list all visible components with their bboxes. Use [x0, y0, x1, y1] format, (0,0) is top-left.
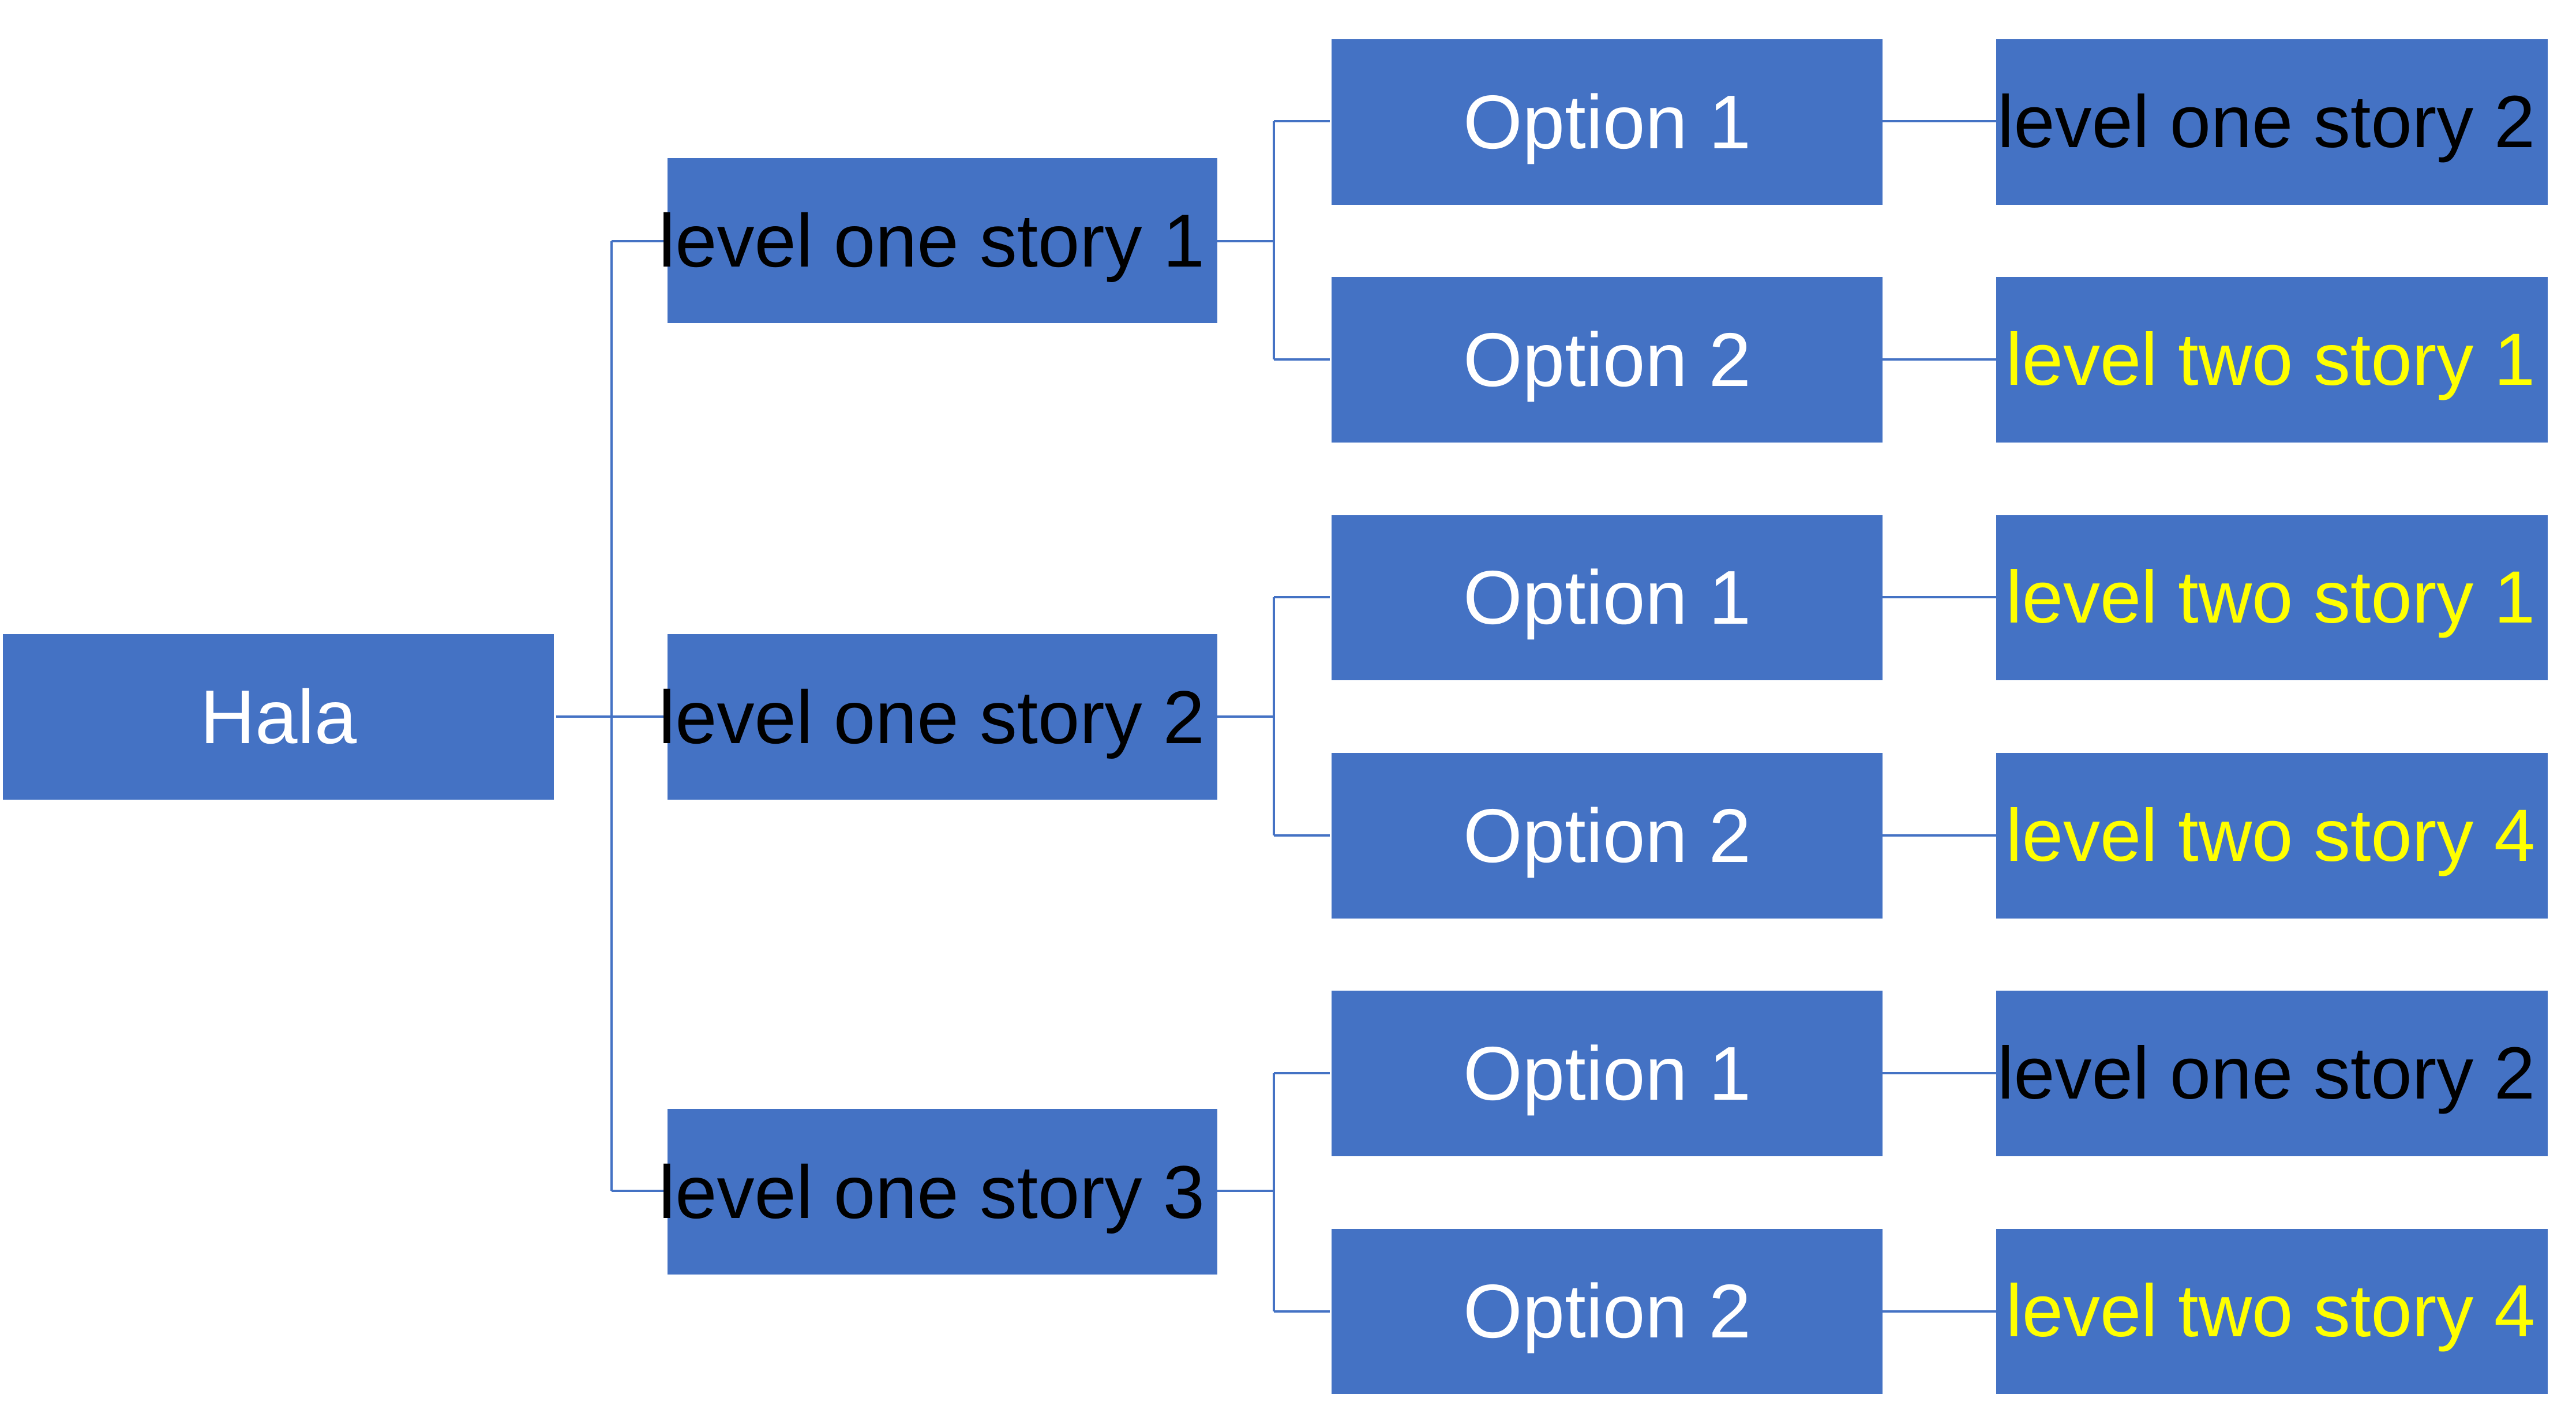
result-node-1-2: level two story 1	[1996, 277, 2548, 443]
option-node-2-1: Option 1	[1332, 515, 1883, 680]
result-node-label: level two story 1	[2005, 556, 2535, 639]
option-node-2-2: Option 2	[1332, 753, 1883, 919]
story-node-3: level one story 3	[658, 1109, 1217, 1275]
result-node-2-2: level two story 4	[1996, 753, 2548, 919]
option-node-label: Option 1	[1463, 1030, 1751, 1116]
root-node-label: Hala	[200, 674, 357, 759]
connector-root-to-stories	[556, 240, 668, 1192]
option-node-3-2: Option 2	[1332, 1229, 1883, 1394]
connector-story3-to-options	[1217, 1072, 1330, 1313]
root-node: Hala	[3, 634, 554, 800]
connector-story2-to-options	[1217, 596, 1330, 837]
option-node-1-2: Option 2	[1332, 277, 1883, 443]
result-node-3-1: level one story 2	[1996, 991, 2548, 1156]
result-node-label: level two story 4	[2005, 794, 2535, 877]
option-node-label: Option 2	[1463, 793, 1751, 878]
result-node-3-2: level two story 4	[1996, 1229, 2548, 1394]
connector-story1-to-options	[1217, 120, 1330, 361]
result-node-2-1: level two story 1	[1996, 515, 2548, 680]
story-node-1: level one story 1	[658, 158, 1217, 323]
result-node-label: level two story 1	[2005, 318, 2535, 401]
option-node-1-1: Option 1	[1332, 39, 1883, 205]
connector-options-to-results	[1882, 120, 1996, 1313]
story-node-2: level one story 2	[658, 634, 1217, 800]
result-node-label: level one story 2	[1997, 80, 2535, 163]
result-node-label: level two story 4	[2005, 1270, 2535, 1352]
result-node-label: level one story 2	[1997, 1032, 2535, 1115]
option-node-label: Option 1	[1463, 79, 1751, 164]
option-node-label: Option 2	[1463, 317, 1751, 402]
story-node-label: level one story 2	[658, 674, 1205, 759]
story-node-label: level one story 1	[658, 198, 1205, 283]
option-node-label: Option 2	[1463, 1269, 1751, 1354]
result-node-1-1: level one story 2	[1996, 39, 2548, 205]
story-node-label: level one story 3	[658, 1149, 1205, 1234]
option-node-label: Option 1	[1463, 555, 1751, 640]
option-node-3-1: Option 1	[1332, 991, 1883, 1156]
